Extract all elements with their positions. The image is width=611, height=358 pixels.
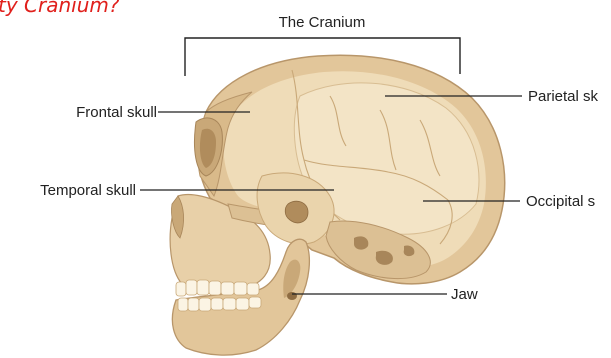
label-parietal-skull: Parietal sk	[528, 88, 599, 105]
cranium-title: The Cranium	[279, 14, 366, 31]
page-heading-fragment: ty Cranium?	[0, 0, 120, 17]
label-occipital-skull: Occipital s	[526, 193, 595, 210]
label-frontal-skull: Frontal skull	[76, 104, 157, 121]
skull-illustration	[170, 55, 505, 355]
mental-foramen	[287, 292, 297, 300]
label-temporal-skull: Temporal skull	[40, 182, 136, 199]
label-jaw: Jaw	[451, 286, 478, 303]
